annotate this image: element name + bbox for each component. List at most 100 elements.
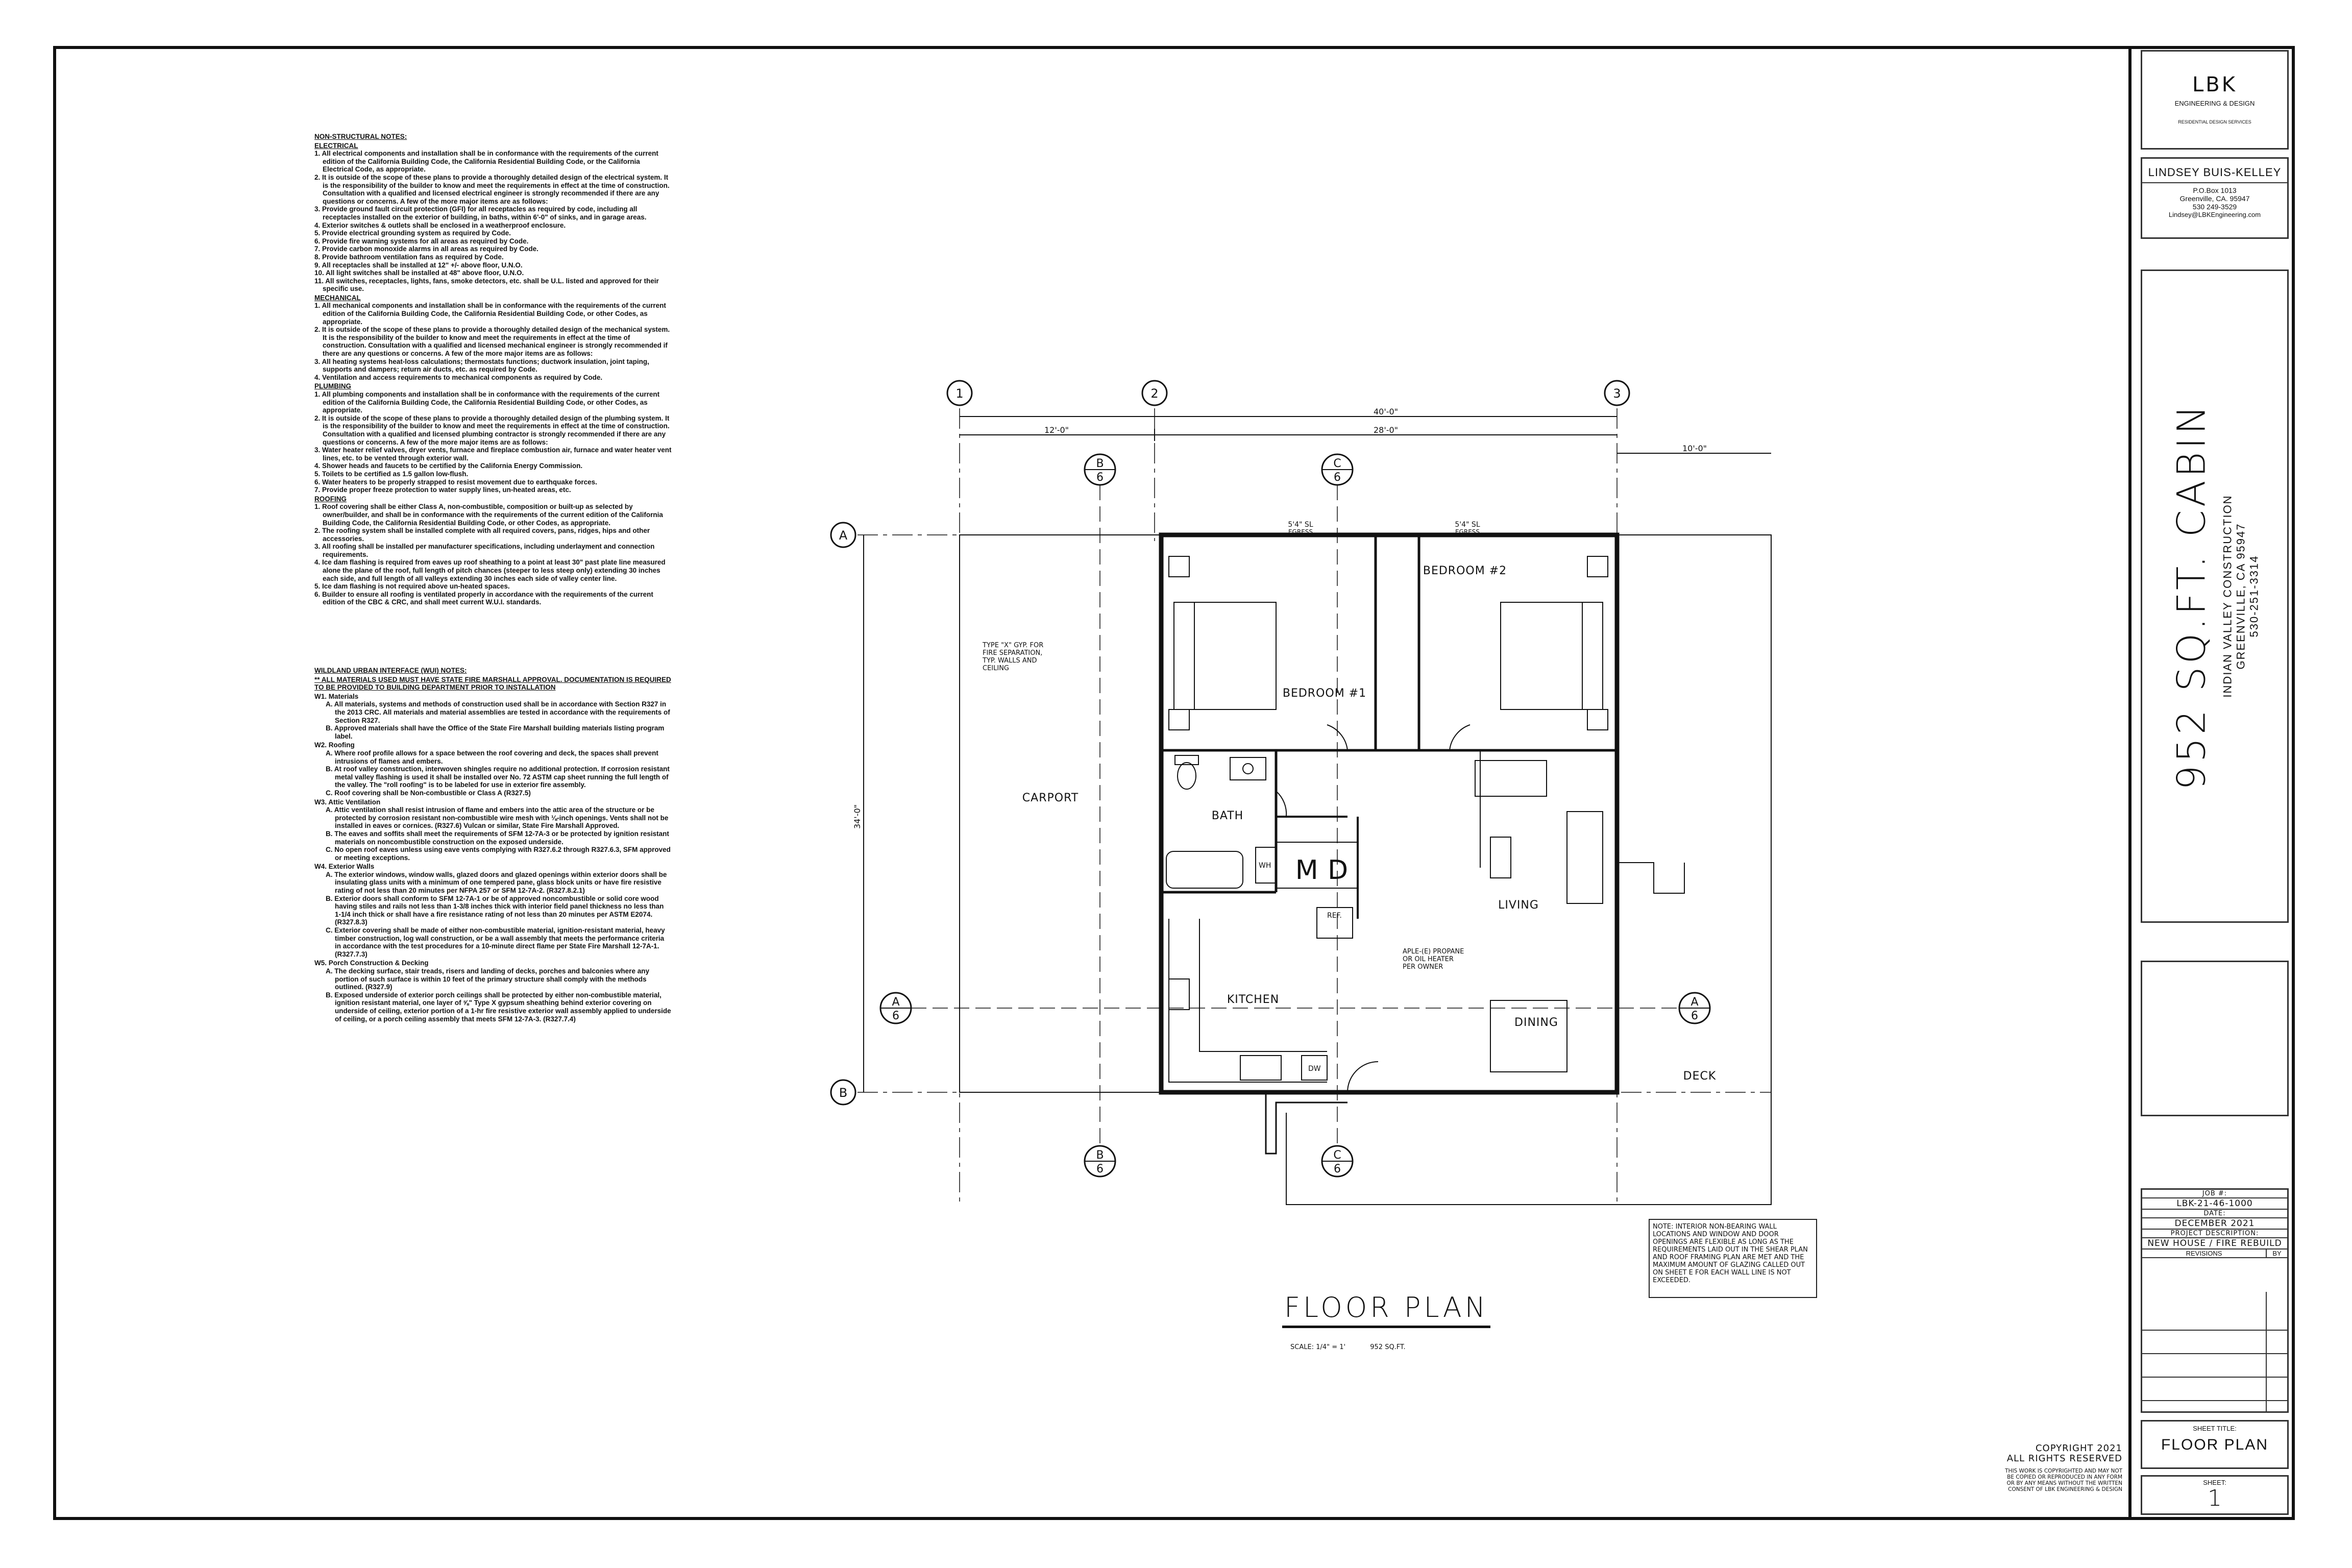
section-c2-letter: C <box>1333 1149 1341 1162</box>
bed-1 <box>1173 602 1277 710</box>
scale-text: SCALE: 1/4" = 1' <box>1290 1343 1346 1351</box>
section-marker-a-right <box>1678 992 1711 1024</box>
notes-item: 5. Ice dam flashing is not required abov… <box>314 582 510 591</box>
grid-bubble-b <box>830 1079 856 1106</box>
sheet-number: 1 <box>2208 1485 2222 1511</box>
floor-plan-title: FLOOR PLAN <box>1282 1291 1491 1328</box>
client-phone: 530-251-3314 <box>2247 555 2261 638</box>
section-b-letter: B <box>1096 457 1104 470</box>
desc-label: PROJECT DESCRIPTION: <box>2142 1230 2287 1238</box>
wui-item: A. Where roof profile allows for a space… <box>326 749 658 765</box>
notes-item: 6. Water heaters to be properly strapped… <box>314 478 597 486</box>
room-label-dining: DINING <box>1514 1016 1558 1029</box>
wh-label: WH <box>1259 862 1271 870</box>
wui-item: A. The exterior windows, window walls, g… <box>326 870 667 895</box>
dim-top-right: 28'-0" <box>1374 425 1398 435</box>
bed-2 <box>1500 602 1603 710</box>
room-label-living: LIVING <box>1498 899 1539 912</box>
dishwasher <box>1301 1055 1328 1081</box>
coffee-table <box>1490 837 1511 878</box>
wui-item: C. Exterior covering shall be made of ei… <box>326 926 665 958</box>
bed-2-headboard <box>1582 602 1603 710</box>
deck-steps <box>1617 862 1685 894</box>
section-a-letter: A <box>892 996 899 1009</box>
washer-dryer <box>1276 842 1358 889</box>
wui-item: B. Exposed underside of exterior porch c… <box>326 991 671 1023</box>
bathtub <box>1166 851 1243 889</box>
client-name: INDIAN VALLEY CONSTRUCTION <box>2221 495 2234 698</box>
dim-top-left: 12'-0" <box>1044 425 1069 435</box>
grid-bubble-1 <box>946 380 973 406</box>
nightstand <box>1168 556 1190 577</box>
revisions-rows <box>2142 1307 2287 1411</box>
entry-porch <box>1265 1092 1348 1155</box>
nightstand <box>1168 709 1190 730</box>
egress-label-2: 5'4" SL <box>1455 521 1480 529</box>
wui-item: A. All materials, systems and methods of… <box>326 700 670 724</box>
notes-heading: ROOFING <box>314 495 347 503</box>
notes-item: 1. Roof covering shall be either Class A… <box>314 503 663 527</box>
grid-label-b: B <box>839 1086 847 1100</box>
room-label-bedroom2: BEDROOM #2 <box>1423 565 1507 577</box>
notes-item: 3. Provide ground fault circuit protecti… <box>314 205 647 221</box>
logo-text: LBK <box>2192 73 2237 96</box>
notes-item: 4. Ventilation and access requirements t… <box>314 373 603 381</box>
room-label-deck: DECK <box>1683 1070 1717 1083</box>
notes-item: 4. Ice dam flashing is required from eav… <box>314 558 666 582</box>
section-a2-num: 6 <box>1691 1010 1698 1022</box>
sheet-title: FLOOR PLAN <box>2161 1436 2269 1453</box>
dining-table <box>1490 1000 1567 1072</box>
desc-value: NEW HOUSE / FIRE REBUILD <box>2142 1238 2287 1250</box>
section-marker-b-bottom <box>1084 1145 1116 1178</box>
dim-right-top: 10'-0" <box>1682 444 1707 453</box>
notes-item: 2. It is outside of the scope of these p… <box>314 326 670 358</box>
dim-left: 34'-0" <box>852 804 862 829</box>
notes-heading: PLUMBING <box>314 382 351 390</box>
deck-outline <box>1286 534 1772 1205</box>
wui-item: C. No open roof eaves unless using eave … <box>326 846 671 862</box>
section-a2-letter: A <box>1690 996 1698 1009</box>
dim-top-overall: 40'-0" <box>1374 407 1398 416</box>
grid-label-1: 1 <box>955 386 963 401</box>
notes-item: 5. Provide electrical grounding system a… <box>314 229 511 237</box>
sheet-number-box: SHEET: 1 <box>2141 1475 2289 1515</box>
designer-name: LINDSEY BUIS-KELLEY <box>2148 166 2282 179</box>
section-c-letter: C <box>1333 457 1341 470</box>
wui-subtitle: ** ALL MATERIALS USED MUST HAVE STATE FI… <box>314 675 671 692</box>
notes-item: 3. All heating systems heat-loss calcula… <box>314 357 649 374</box>
sheet-label: SHEET: <box>2203 1479 2226 1486</box>
notes-item: 2. It is outside of the scope of these p… <box>314 414 670 446</box>
grid-bubble-3 <box>1604 380 1630 406</box>
section-a-num: 6 <box>892 1010 899 1022</box>
grid-label-a: A <box>839 528 848 543</box>
grid-bubble-2 <box>1141 380 1168 406</box>
sofa <box>1566 811 1603 904</box>
notes-heading: ELECTRICAL <box>314 141 358 150</box>
section-c-num: 6 <box>1334 471 1341 484</box>
date-value: DECEMBER 2021 <box>2142 1218 2287 1230</box>
notes-item: 5. Toilets to be certified as 1.5 gallon… <box>314 470 469 478</box>
by-label: BY <box>2272 1250 2282 1257</box>
grid-label-2: 2 <box>1150 386 1158 401</box>
notes-item: 8. Provide bathroom ventilation fans as … <box>314 253 504 261</box>
copyright-line1: COPYRIGHT 2021 <box>2035 1443 2122 1454</box>
notes-item: 7. Provide carbon monoxide alarms in all… <box>314 245 538 253</box>
appliance-note-text: APLE-(E) PROPANE OR OIL HEATER PER OWNER <box>1403 948 1466 971</box>
notes-item: 3. All roofing shall be installed per ma… <box>314 543 655 558</box>
drawing-sheet-border <box>53 46 2295 1520</box>
revisions-header: REVISIONS BY <box>2142 1250 2287 1258</box>
notes-item: 2. It is outside of the scope of these p… <box>314 173 670 205</box>
floor-plan-drawing: 1 2 3 A B 12'-0" 40'-0" 28'-0" 10'-0" 34… <box>830 380 1772 1205</box>
sink-bowl <box>1242 763 1254 774</box>
nightstand <box>1587 709 1608 730</box>
section-marker-c-bottom <box>1321 1145 1354 1178</box>
job-label: JOB #: <box>2142 1190 2287 1198</box>
door-swing <box>1449 724 1471 751</box>
project-title: 952 SQ.FT. CABIN <box>2168 402 2214 790</box>
grid-label-3: 3 <box>1613 386 1621 401</box>
notes-item: 9. All receptacles shall be installed at… <box>314 261 523 269</box>
date-label: DATE: <box>2142 1210 2287 1218</box>
carport-outline <box>959 534 1162 1093</box>
wui-heading: W1. Materials <box>314 692 359 700</box>
wui-item: B. Approved materials shall have the Off… <box>326 724 665 740</box>
